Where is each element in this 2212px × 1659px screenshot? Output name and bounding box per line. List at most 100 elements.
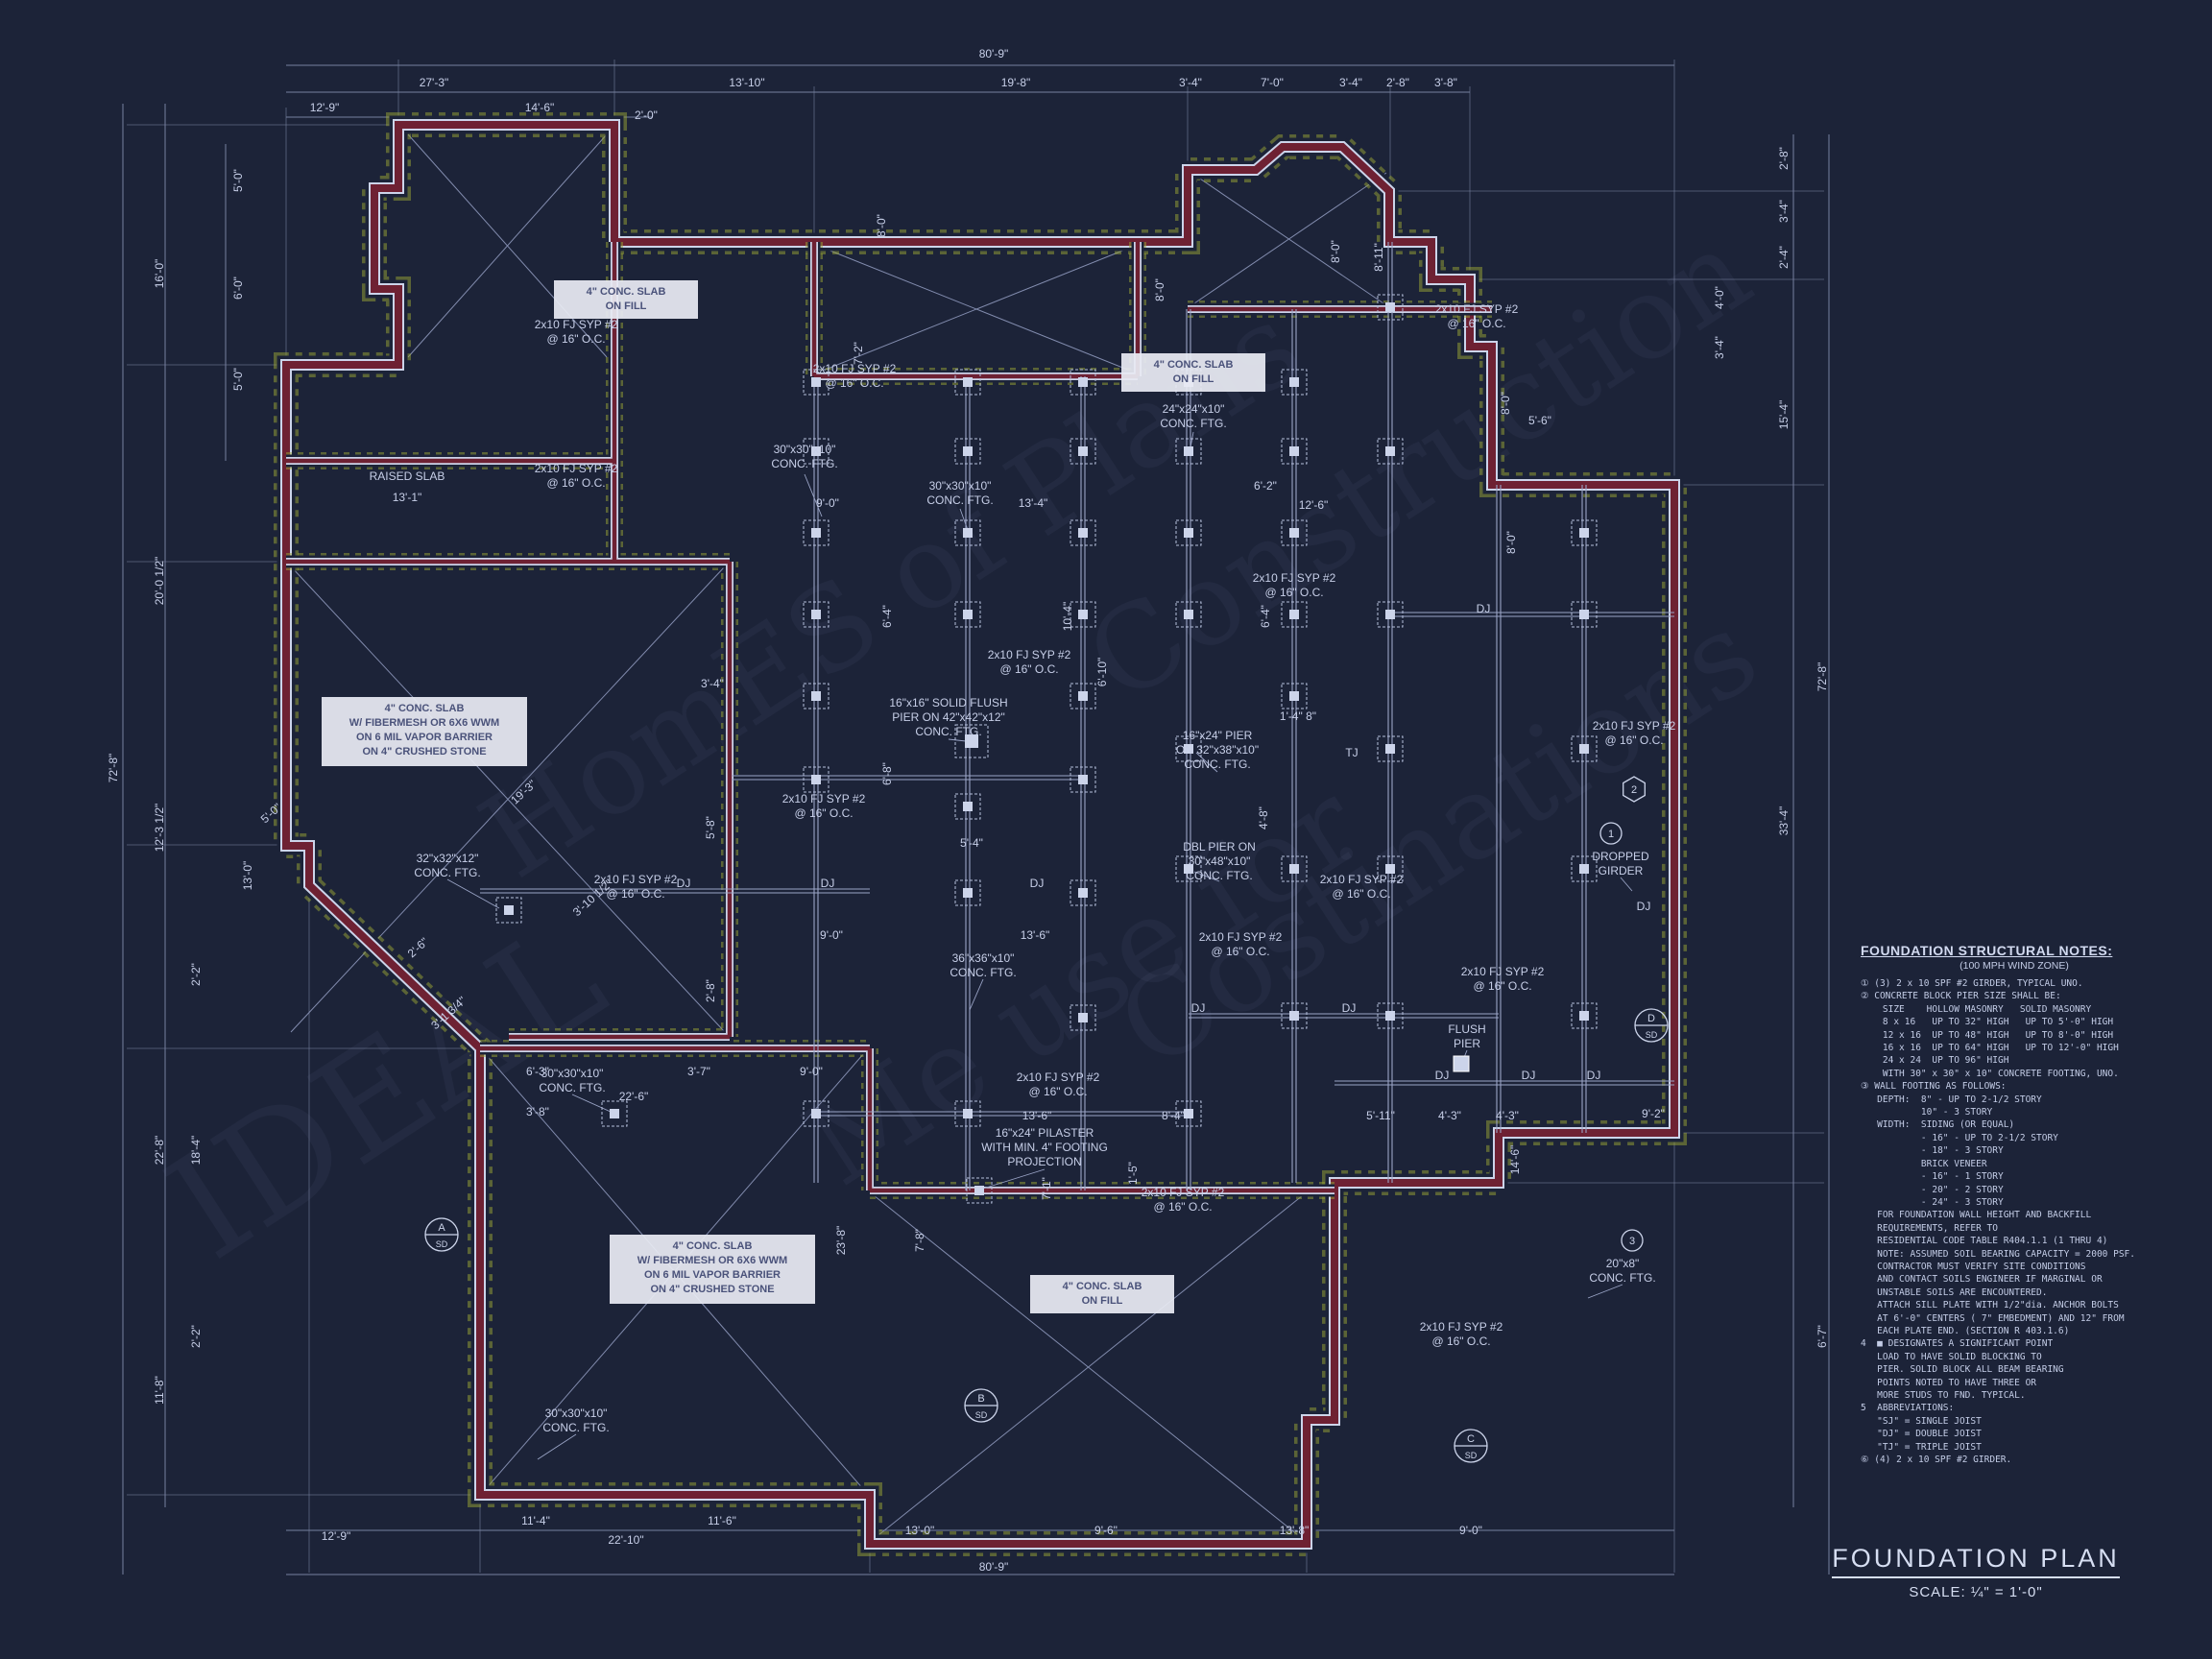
pier: [803, 519, 830, 546]
structural-notes-panel: FOUNDATION STRUCTURAL NOTES: (100 MPH WI…: [1861, 943, 2168, 1466]
note-line: - 20" - 2 STORY: [1861, 1184, 2004, 1195]
notes-heading: FOUNDATION STRUCTURAL NOTES:: [1861, 943, 2113, 958]
note-line: "DJ" = DOUBLE JOIST: [1861, 1429, 1982, 1440]
note-line: MORE STUDS TO FND. TYPICAL.: [1861, 1390, 2026, 1401]
plan-text: 2x10 FJ SYP #2: [1593, 719, 1676, 733]
plan-text: DJ: [1477, 602, 1491, 615]
pier: [803, 369, 830, 396]
pier: [601, 1100, 628, 1127]
piers-layer: [495, 294, 1598, 1204]
plan-text: SD: [1646, 1030, 1658, 1040]
plan-text: 9'-0": [816, 496, 839, 510]
plan-text: 4'-3": [1496, 1109, 1519, 1122]
marker-D: DSD: [1634, 1008, 1669, 1043]
plan-text: CONC. FTG.: [1160, 417, 1226, 430]
plan-text: 7'-8": [913, 1229, 926, 1252]
plan-text: 2x10 FJ SYP #2: [1199, 930, 1283, 944]
plan-text: 8'-0": [875, 214, 888, 237]
plan-text: @ 16" O.C.: [606, 887, 664, 901]
pier: [803, 438, 830, 465]
pier: [1571, 519, 1598, 546]
note-line: BRICK VENEER: [1861, 1158, 1987, 1169]
plan-text: FLUSH: [1448, 1022, 1485, 1036]
plan-text: 1'-4" 8": [1280, 709, 1316, 723]
plan-text: @ 16" O.C.: [1028, 1085, 1087, 1098]
plan-text: 2x10 FJ SYP #2: [1461, 965, 1545, 978]
plan-text: CONC. FTG.: [539, 1081, 605, 1094]
pier: [1377, 294, 1404, 321]
plan-text: 6'-0": [231, 276, 245, 300]
note-line: REQUIREMENTS, REFER TO: [1861, 1222, 1998, 1234]
plan-text: 2x10 FJ SYP #2: [1253, 571, 1336, 585]
plan-text: 5'-6": [1528, 414, 1551, 427]
plan-text: C: [1467, 1433, 1475, 1445]
foundation-walls: [274, 112, 1687, 1556]
plan-text: 1'-5": [1126, 1162, 1140, 1185]
note-line: DEPTH: 8" - UP TO 2-1/2 STORY: [1861, 1094, 2042, 1105]
plan-text: SD: [975, 1410, 988, 1420]
plan-text: DJ: [1522, 1069, 1536, 1082]
plan-text: @ 16" O.C.: [546, 476, 605, 490]
pier: [1571, 601, 1598, 628]
pier: [1175, 438, 1202, 465]
notes-subheading: (100 MPH WIND ZONE): [1960, 960, 2069, 972]
plan-text: 19'-8": [1001, 76, 1031, 89]
plan-text: 72'-8": [1815, 662, 1829, 692]
plan-text: RAISED SLAB: [370, 469, 445, 483]
slab-x-braces: [290, 133, 1387, 1540]
plan-text: 2x10 FJ SYP #2: [782, 792, 866, 805]
title-block: FOUNDATION PLAN SCALE: ¼" = 1'-0": [1815, 1544, 2137, 1600]
plan-text: 13'-0": [905, 1524, 935, 1537]
plan-text: 24"x24"x10": [1163, 402, 1225, 416]
pier: [1070, 766, 1096, 793]
plan-text: 13'-6": [1022, 1109, 1052, 1122]
plan-text: 12'-9": [310, 101, 340, 114]
plan-text: 4'-3": [1438, 1109, 1461, 1122]
pier: [803, 766, 830, 793]
note-line: 12 x 16 UP TO 48" HIGH UP TO 8'-0" HIGH: [1861, 1029, 2114, 1041]
plan-text: 9'-6": [1094, 1524, 1118, 1537]
plan-text: 5'-0": [231, 368, 245, 391]
plan-text: DJ: [1191, 1001, 1206, 1015]
plan-text: PIER ON 42"x42"x12": [892, 710, 1005, 724]
plan-text: 3'-4": [1179, 76, 1202, 89]
plan-text: DJ: [1435, 1069, 1450, 1082]
plan-text: DBL PIER ON: [1183, 840, 1256, 854]
plan-text: 8'-4": [1162, 1109, 1185, 1122]
pier: [1281, 683, 1308, 709]
slab-note-text: ON 6 MIL VAPOR BARRIER: [644, 1269, 781, 1281]
slab-note-text: ON FILL: [606, 301, 647, 312]
pier: [954, 879, 981, 906]
plan-text: 10'-4": [1061, 602, 1074, 632]
note-line: WITH 30" x 30" x 10" CONCRETE FOOTING, U…: [1861, 1068, 2119, 1079]
marker-C: CSD: [1454, 1429, 1488, 1463]
plan-text: 2x10 FJ SYP #2: [1142, 1186, 1225, 1199]
plan-text: 13'-8": [1280, 1524, 1310, 1537]
plan-text: 13'-10": [729, 76, 764, 89]
marker-B: B SD: [964, 1388, 998, 1423]
plan-text: 27'-3": [420, 76, 449, 89]
plan-text: 2x10 FJ SYP #2: [988, 648, 1071, 661]
plan-text: 22'-8": [153, 1136, 166, 1166]
pier: [1377, 855, 1404, 882]
pier: [495, 897, 522, 924]
plan-text: B: [977, 1393, 984, 1405]
plan-text: SD: [436, 1239, 448, 1249]
slab-note-text: ON FILL: [1082, 1295, 1123, 1307]
plan-text: 7'-2": [852, 342, 865, 365]
slab-note-text: 4" CONC. SLAB: [1154, 359, 1234, 371]
note-line: AND CONTACT SOILS ENGINEER IF MARGINAL O…: [1861, 1274, 2103, 1286]
pier: [1070, 369, 1096, 396]
plan-text: @ 16" O.C.: [1211, 945, 1269, 958]
plan-text: 14'-6": [1508, 1145, 1522, 1175]
slab-note-text: ON 6 MIL VAPOR BARRIER: [356, 732, 493, 743]
plan-text: 16"x24" PIER: [1183, 729, 1253, 742]
plan-text: DJ: [677, 877, 691, 890]
pier: [1175, 601, 1202, 628]
plan-text: 2'-2": [189, 963, 203, 986]
slab-note-text: 4" CONC. SLAB: [673, 1240, 753, 1252]
marker-3: 3: [1621, 1229, 1644, 1252]
pier: [1281, 438, 1308, 465]
